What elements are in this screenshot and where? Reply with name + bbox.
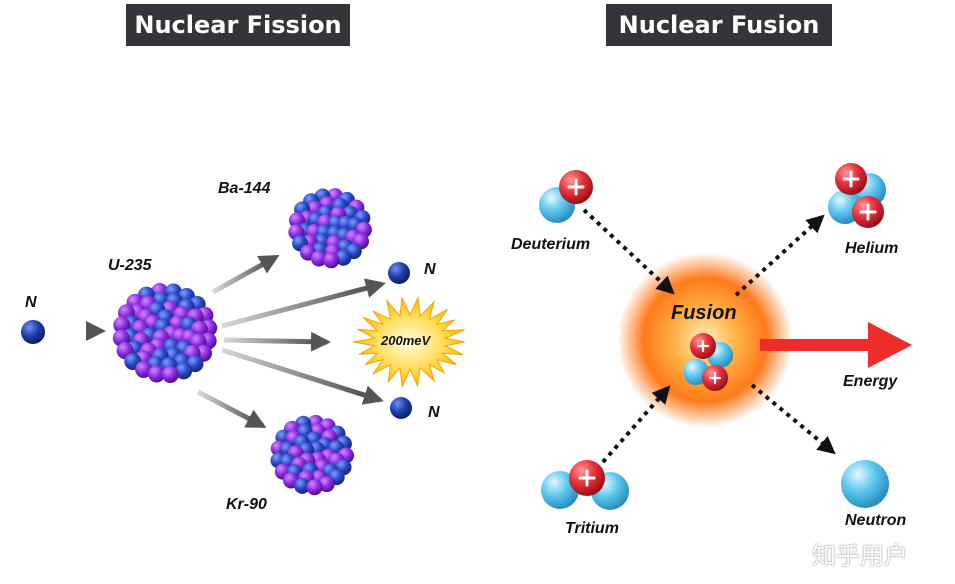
incoming-neutron	[21, 320, 45, 344]
nucleon	[148, 365, 166, 383]
barium-nucleus	[288, 188, 372, 269]
label-energy: Energy	[843, 373, 898, 390]
proton-plus-icon	[696, 339, 710, 353]
energy-arrow	[760, 322, 912, 368]
arrow-to-neutron-bottom	[221, 347, 384, 405]
uranium-nucleus	[112, 283, 218, 383]
label-tritium: Tritium	[565, 520, 619, 537]
label-barium: Ba-144	[218, 180, 271, 197]
product-neutron	[841, 460, 889, 508]
label-neutron-bottom: N	[428, 404, 440, 421]
emitted-neutron-top	[388, 262, 410, 284]
arrow-to-krypton	[196, 389, 267, 429]
krypton-nucleus	[270, 414, 354, 496]
label-incoming-neutron: N	[25, 294, 37, 311]
label-helium: Helium	[845, 240, 899, 257]
nucleon	[335, 249, 352, 266]
arrow-tritium-to-fusion	[601, 385, 671, 464]
emitted-neutron-bottom	[390, 397, 412, 419]
arrow-fusion-to-helium	[734, 214, 825, 297]
fusion-title: Nuclear Fusion	[606, 4, 832, 46]
fission-arrows	[55, 254, 386, 429]
label-neutron-top: N	[424, 261, 436, 278]
fusion-dotted-arrows	[582, 208, 836, 464]
nucleon	[294, 477, 311, 494]
nucleon	[306, 479, 323, 496]
nucleon	[323, 252, 340, 269]
fission-title: Nuclear Fission	[126, 4, 350, 46]
deuterium-particle	[539, 170, 593, 223]
tritium-particle	[541, 460, 629, 510]
proton-plus-icon	[859, 203, 877, 221]
nucleon	[135, 361, 153, 378]
proton-plus-icon	[842, 170, 860, 188]
watermark: 知乎用户	[812, 543, 908, 570]
label-energy-200mev: 200meV	[381, 333, 431, 348]
label-deuterium: Deuterium	[511, 236, 591, 253]
label-neutron-product: Neutron	[845, 512, 907, 529]
fusion-core-particles	[683, 333, 733, 391]
arrow-to-energy-burst	[223, 331, 331, 352]
proton-plus-icon	[708, 371, 722, 385]
label-uranium: U-235	[108, 257, 152, 274]
arrow-to-neutron-top	[221, 278, 386, 329]
nucleon	[175, 362, 193, 380]
helium-particle	[828, 163, 886, 228]
label-krypton: Kr-90	[226, 496, 267, 513]
proton-plus-icon	[578, 469, 596, 487]
nucleon	[161, 366, 179, 383]
nucleon	[113, 316, 131, 334]
label-fusion-center: Fusion	[671, 302, 737, 324]
nucleon	[310, 250, 327, 267]
arrow-to-barium	[211, 254, 280, 295]
arrow-deuterium-to-fusion	[582, 208, 675, 295]
energy-burst	[352, 295, 465, 389]
nucleon	[318, 476, 335, 493]
proton-plus-icon	[567, 178, 585, 196]
